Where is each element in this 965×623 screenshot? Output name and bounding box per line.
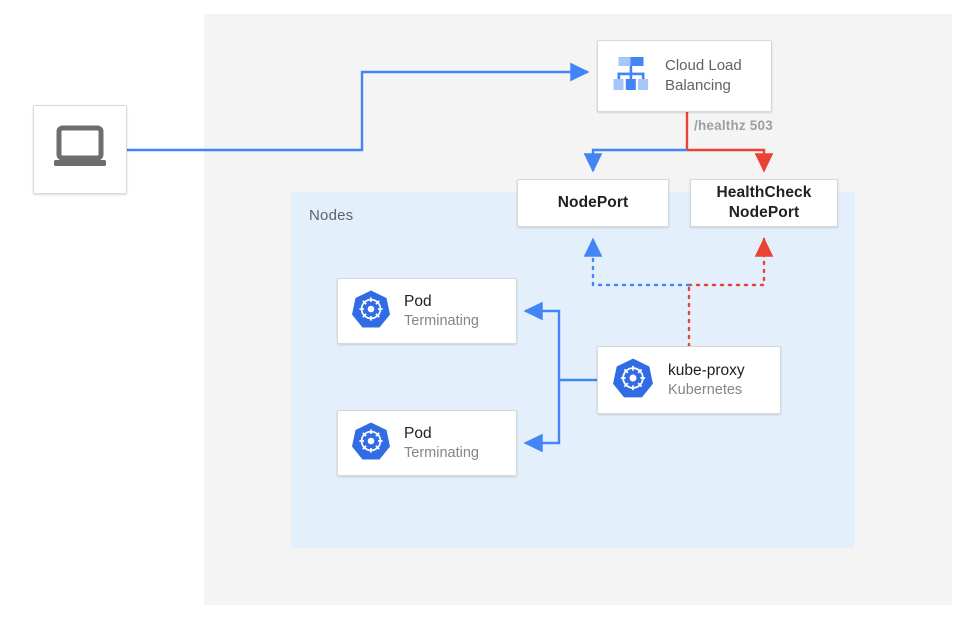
cloud-load-balancing-label: Cloud Load Balancing (665, 56, 742, 96)
kubernetes-icon (612, 357, 654, 404)
kube-proxy-labels: kube-proxy Kubernetes (668, 361, 745, 399)
healthz-edge-label: /healthz 503 (694, 118, 773, 133)
nodeport-node[interactable]: NodePort (517, 179, 669, 227)
kube-proxy-subtitle: Kubernetes (668, 381, 743, 398)
laptop-icon (52, 124, 108, 175)
hc-label-line1: HealthCheck (716, 183, 812, 201)
pod-node-2[interactable]: Pod Terminating (337, 410, 517, 476)
healthcheck-nodeport-node[interactable]: HealthCheck NodePort (690, 179, 838, 227)
pod-1-status: Terminating (404, 312, 479, 329)
lb-label-line1: Cloud Load (665, 57, 742, 75)
nodeport-label: NodePort (557, 193, 629, 211)
hc-label-line2: NodePort (728, 204, 800, 221)
client-laptop-node[interactable] (33, 105, 127, 194)
cloud-load-balancing-node[interactable]: Cloud Load Balancing (597, 40, 772, 112)
pod-1-labels: Pod Terminating (404, 292, 479, 330)
kubernetes-icon (351, 289, 391, 334)
kube-proxy-node[interactable]: kube-proxy Kubernetes (597, 346, 781, 414)
nodes-panel-label: Nodes (309, 207, 354, 224)
kubernetes-icon (351, 421, 391, 466)
pod-2-title: Pod (404, 425, 432, 443)
cloud-load-balancing-icon (610, 54, 652, 99)
kube-proxy-title: kube-proxy (668, 362, 745, 380)
lb-label-line2: Balancing (665, 77, 731, 94)
pod-2-status: Terminating (404, 444, 479, 461)
pod-2-labels: Pod Terminating (404, 424, 479, 462)
pod-1-title: Pod (404, 293, 432, 311)
healthcheck-nodeport-label: HealthCheck NodePort (717, 183, 812, 223)
pod-node-1[interactable]: Pod Terminating (337, 278, 517, 344)
